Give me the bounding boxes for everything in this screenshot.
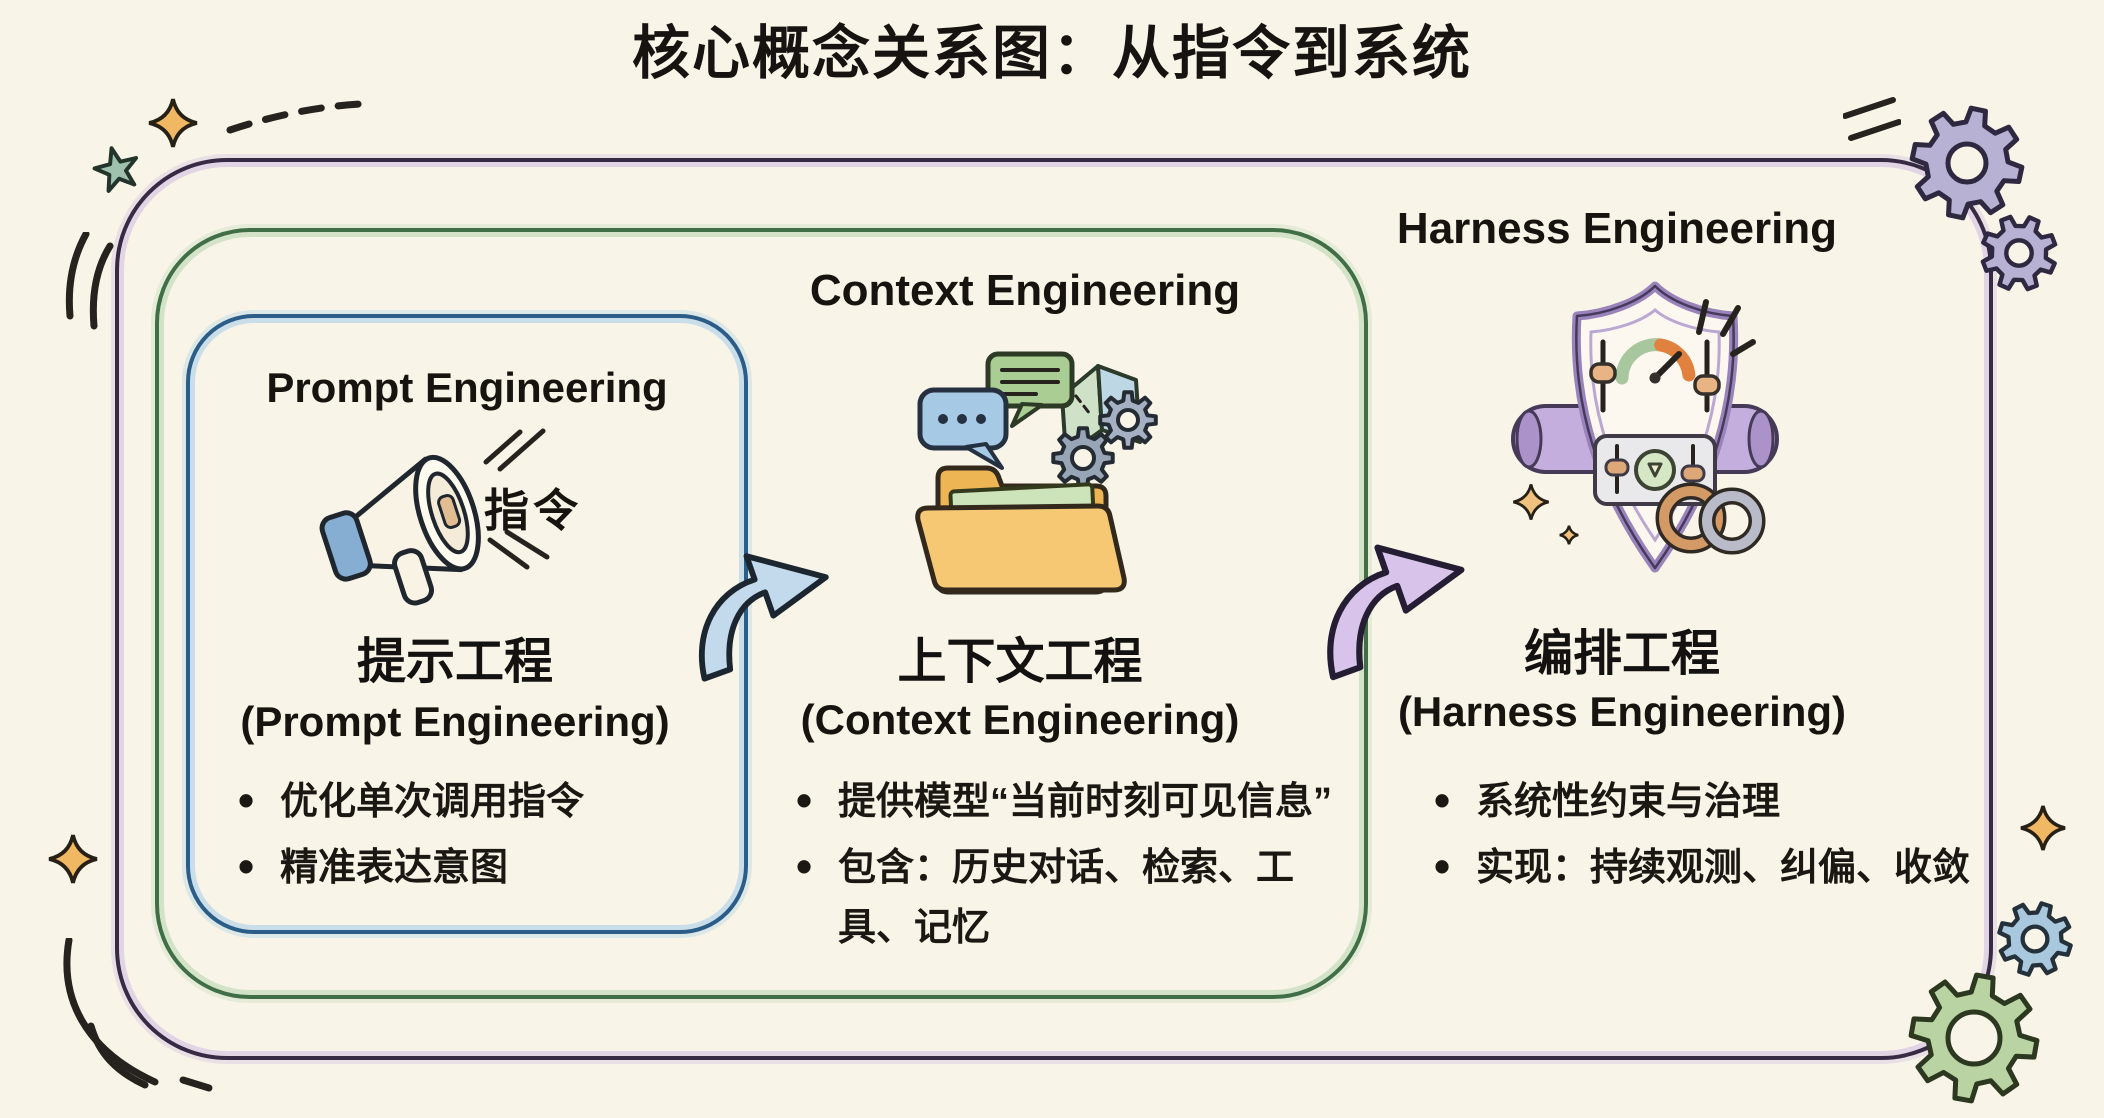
speed-lines — [1843, 97, 1901, 141]
gear-icon — [1980, 214, 2058, 292]
context-bullet-1: 提供模型“当前时刻可见信息” — [790, 770, 1332, 832]
prompt-zh-title: 提示工程 — [356, 635, 553, 689]
context-zh-title: 上下文工程 — [897, 635, 1143, 689]
gear-icon — [1909, 105, 2025, 221]
gear-icon — [1098, 390, 1158, 450]
harness-zh-title: 编排工程 — [1523, 627, 1720, 681]
context-heading: Context Engineering — [809, 266, 1241, 315]
context-en-title: (Context Engineering) — [800, 696, 1240, 743]
prompt-bullet-2: 精准表达意图 — [232, 836, 584, 898]
gear-icon — [1051, 426, 1115, 490]
page-title: 核心概念关系图：从指令到系统 — [631, 21, 1472, 86]
star-icon — [90, 143, 144, 195]
sparkle-icon — [1512, 482, 1550, 521]
context-to-harness-arrow — [1322, 538, 1470, 688]
harness-heading: Harness Engineering — [1396, 204, 1838, 253]
megaphone-icon — [319, 428, 550, 606]
gear-icon — [1908, 972, 2040, 1104]
harness-bullet-2: 实现：持续观测、纠偏、收敛 — [1428, 836, 1970, 898]
gear-icon — [1997, 901, 2073, 977]
folder-context-icon — [915, 351, 1158, 595]
prompt-to-context-arrow — [693, 548, 835, 688]
shield-governance-icon — [1511, 281, 1779, 573]
prompt-boundary-box — [186, 314, 748, 934]
context-bullet-2: 包含：历史对话、检索、工具、记忆 — [790, 836, 1308, 958]
sparkle-icon — [2019, 804, 2067, 852]
prompt-heading: Prompt Engineering — [266, 364, 668, 411]
speed-lines — [65, 232, 114, 330]
harness-bullet-list: 系统性约束与治理 实现：持续观测、纠偏、收敛 — [1428, 770, 1970, 904]
sparkle-icon — [1558, 524, 1580, 546]
sparkle-icon — [47, 833, 99, 885]
sparkle-icon — [147, 97, 199, 149]
prompt-bullet-list: 优化单次调用指令 精准表达意图 — [232, 770, 584, 904]
prompt-en-title: (Prompt Engineering) — [240, 698, 670, 745]
speed-lines — [63, 938, 213, 1092]
harness-boundary-box — [115, 158, 1993, 1060]
harness-en-title: (Harness Engineering) — [1397, 688, 1847, 735]
context-bullet-list: 提供模型“当前时刻可见信息” 包含：历史对话、检索、工具、记忆 — [790, 770, 1332, 964]
dashed-trail-line — [226, 100, 364, 134]
prompt-bullet-1: 优化单次调用指令 — [232, 770, 584, 832]
harness-bullet-1: 系统性约束与治理 — [1428, 770, 1970, 832]
megaphone-label: 指令 — [484, 485, 583, 536]
